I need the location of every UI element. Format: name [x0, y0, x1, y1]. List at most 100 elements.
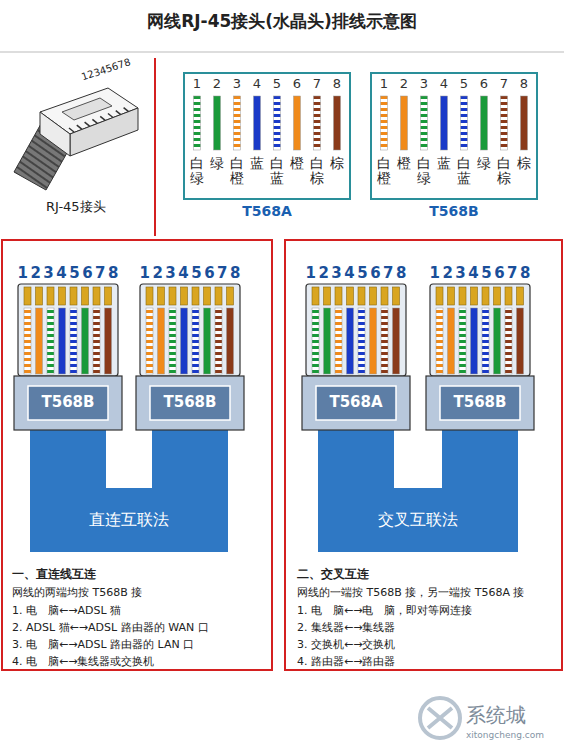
pin-numbers: 12345678 [300, 264, 412, 282]
wire-color: 蓝 [437, 156, 451, 171]
cable [30, 428, 106, 492]
pin-number: 4 [436, 76, 452, 91]
watermark-logo [420, 698, 460, 738]
pin-numbers: 12345678 [80, 56, 132, 82]
panel-frame [2, 240, 272, 670]
box-border [183, 72, 351, 200]
wire-color: 白棕 [497, 156, 511, 187]
standard-name: T568A [183, 203, 351, 219]
pin-number: 7 [496, 76, 512, 91]
wires [183, 72, 351, 200]
pin-numbers: 12345678 [12, 264, 124, 282]
list-item: 3. 交换机←→交换机 [297, 637, 395, 652]
pin-number: 3 [229, 76, 245, 91]
standard-name: T568B [370, 203, 538, 219]
rj45-connector: 12345678T568B [12, 262, 124, 432]
wire [334, 96, 341, 150]
pin-number: 6 [476, 76, 492, 91]
wiring-standard-box: 12345678 白绿绿白橙蓝白蓝橙白棕棕 T568A [183, 72, 351, 226]
list-heading: 一、直连线互连 [12, 566, 96, 583]
cable-band: 交叉互联法 [318, 488, 518, 552]
wire [214, 96, 221, 150]
wire-color: 棕 [517, 156, 531, 171]
pin-number: 1 [376, 76, 392, 91]
cable [442, 428, 518, 492]
pin-number: 3 [416, 76, 432, 91]
list-item: 1. 电 脑←→ADSL 猫 [12, 603, 121, 618]
wire-color: 橙 [397, 156, 411, 171]
wire-color: 白棕 [310, 156, 324, 187]
pin-number: 8 [516, 76, 532, 91]
list-item: 2. 集线器←→集线器 [297, 620, 395, 635]
list-item: 4. 路由器←→路由器 [297, 654, 395, 669]
pin-numbers: 12345678 [424, 264, 536, 282]
wire-color: 白蓝 [457, 156, 471, 187]
pin-number: 4 [249, 76, 265, 91]
list-item: 1. 电 脑←→电 脑，即对等网连接 [297, 603, 472, 618]
wire-color: 绿 [210, 156, 224, 171]
wire [401, 96, 408, 150]
pin-number: 1 [189, 76, 205, 91]
wire [314, 96, 321, 150]
wire [254, 96, 261, 150]
pin-number: 2 [396, 76, 412, 91]
note: 网线的两端均按 T568B 接 [12, 585, 142, 600]
pin-numbers: 12345678 [134, 264, 246, 282]
pin-number: 5 [269, 76, 285, 91]
wire [521, 96, 528, 150]
wire [441, 96, 448, 150]
wire-color: 橙 [290, 156, 304, 171]
rj45-connector: 12345678T568B [134, 262, 246, 432]
list-item: 3. 电 脑←→ADSL 路由器的 LAN 口 [12, 637, 194, 652]
wires [370, 72, 538, 200]
wire-color: 白绿 [417, 156, 431, 187]
rj45-plug [14, 88, 138, 190]
list-item: 4. 电 脑←→集线器或交换机 [12, 654, 154, 669]
band-title: 交叉互联法 [378, 510, 458, 531]
part-name: RJ-45接头 [46, 198, 106, 216]
panel-frame [285, 240, 562, 670]
divider-line [154, 58, 156, 236]
rj45-connector: 12345678T568B [424, 262, 536, 432]
frame-line [0, 52, 564, 53]
wire [194, 96, 201, 150]
wire [481, 96, 488, 150]
wire-color: 绿 [477, 156, 491, 171]
box-border [370, 72, 538, 200]
wire-color: 白蓝 [270, 156, 284, 187]
note: 网线的一端按 T568B 接，另一端按 T568A 接 [297, 585, 525, 600]
standard-name: T568B [424, 393, 536, 411]
wire-color: 白橙 [230, 156, 244, 187]
standard-name: T568B [12, 393, 124, 411]
wire [501, 96, 508, 150]
cable [318, 428, 394, 492]
watermark: xitongcheng.com [466, 730, 544, 740]
list-item: 2. ADSL 猫←→ADSL 路由器的 WAN 口 [12, 620, 209, 635]
rj45-connector: 12345678T568A [300, 262, 412, 432]
pin-number: 6 [289, 76, 305, 91]
cable-band: 直连互联法 [30, 488, 228, 552]
wire [381, 96, 388, 150]
pin-number: 7 [309, 76, 325, 91]
wire [274, 96, 281, 150]
wire [421, 96, 428, 150]
wire-color: 棕 [330, 156, 344, 171]
band-title: 直连互联法 [89, 510, 169, 531]
wire-color: 白橙 [377, 156, 391, 187]
list-heading: 二、交叉互连 [297, 566, 369, 583]
standard-name: T568B [134, 393, 246, 411]
wire [461, 96, 468, 150]
wire [294, 96, 301, 150]
watermark: 系统城 [466, 702, 526, 729]
title: 网线RJ-45接头(水晶头)排线示意图 [0, 10, 564, 33]
cable [152, 428, 228, 492]
wiring-standard-box: 12345678 白橙橙白绿蓝白蓝绿白棕棕 T568B [370, 72, 538, 226]
wire [234, 96, 241, 150]
pin-number: 2 [209, 76, 225, 91]
wire-color: 蓝 [250, 156, 264, 171]
standard-name: T568A [300, 393, 412, 411]
pin-number: 8 [329, 76, 345, 91]
wire-color: 白绿 [190, 156, 204, 187]
pin-number: 5 [456, 76, 472, 91]
